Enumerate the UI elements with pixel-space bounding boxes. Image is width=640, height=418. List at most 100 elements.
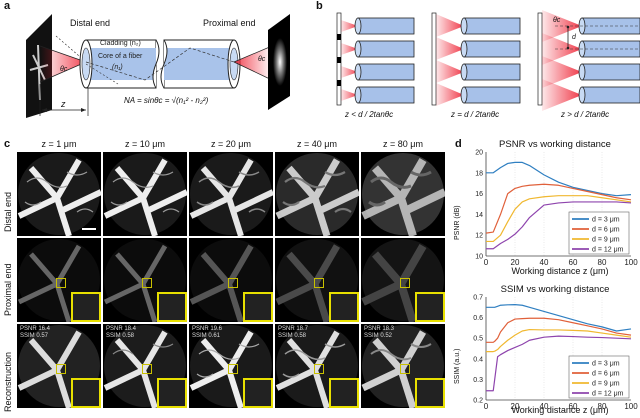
roi-box — [400, 364, 410, 374]
row-label-distal: Distal end — [3, 191, 13, 232]
spacing-diagrams — [336, 10, 640, 111]
proximal-image-z10 — [103, 238, 187, 322]
svg-text:d = 9 μm: d = 9 μm — [592, 381, 620, 388]
na-formula: NA = sinθc = √(n₁² - n₂²) — [124, 96, 209, 105]
svg-text:40: 40 — [540, 402, 549, 411]
column-title-z10: z = 10 μm — [125, 139, 165, 149]
svg-text:40: 40 — [540, 258, 549, 267]
distal-image-z10 — [103, 152, 187, 236]
svg-text:12: 12 — [475, 233, 483, 240]
theta-right-label: θc — [258, 56, 266, 63]
roi-box — [228, 364, 238, 374]
psnr-x-axis-label: Working distance z (μm) — [511, 266, 609, 276]
panel-label-b: b — [316, 0, 323, 12]
zoom-inset — [415, 378, 445, 408]
svg-text:d = 6 μm: d = 6 μm — [592, 371, 620, 378]
svg-text:0.5: 0.5 — [473, 336, 483, 343]
ssim-chart-title: SSIM vs working distance — [500, 284, 610, 295]
core-index-label: (n₁) — [112, 64, 123, 71]
case-caption-3: z > d / 2tanθc — [561, 110, 610, 119]
svg-text:14: 14 — [475, 212, 483, 219]
column-title-z20: z = 20 μm — [211, 139, 251, 149]
case-caption-1: z < d / 2tanθc — [345, 110, 394, 119]
svg-text:d = 3 μm: d = 3 μm — [592, 217, 620, 224]
proximal-image-z1 — [17, 238, 101, 322]
fiber-schematic — [26, 14, 290, 118]
svg-text:0.3: 0.3 — [473, 377, 483, 384]
svg-text:60: 60 — [569, 402, 578, 411]
svg-text:60: 60 — [569, 258, 578, 267]
svg-text:100: 100 — [624, 402, 638, 411]
distal-image-z40 — [275, 152, 359, 236]
z-distance-label: z — [61, 99, 66, 109]
zoom-inset — [329, 292, 359, 322]
zoom-inset — [157, 292, 187, 322]
zoom-inset — [157, 378, 187, 408]
proximal-image-z40 — [275, 238, 359, 322]
svg-text:80: 80 — [598, 402, 607, 411]
distal-end-label: Distal end — [70, 18, 111, 28]
column-title-z80: z = 80 μm — [383, 139, 423, 149]
svg-text:18: 18 — [475, 170, 483, 177]
row-label-proximal: Proximal end — [3, 263, 13, 316]
column-title-z1: z = 1 μm — [41, 139, 77, 149]
d-label: d — [572, 34, 576, 41]
svg-text:10: 10 — [475, 254, 483, 261]
svg-text:0.2: 0.2 — [473, 398, 483, 405]
roi-box — [228, 278, 238, 288]
proximal-end-label: Proximal end — [203, 18, 256, 28]
proximal-image-z20 — [189, 238, 273, 322]
psnr-chart-title: PSNR vs working distance — [499, 139, 611, 150]
roi-box — [56, 278, 66, 288]
zoom-inset — [71, 292, 101, 322]
core-label: Core of a fiber — [98, 53, 143, 60]
zoom-inset — [243, 292, 273, 322]
svg-text:0.7: 0.7 — [473, 295, 483, 302]
scale-bar — [82, 228, 96, 230]
svg-text:20: 20 — [511, 258, 520, 267]
svg-text:20: 20 — [511, 402, 520, 411]
panel-label-a: a — [4, 0, 11, 12]
ssim-y-axis-label: SSIM (a.u.) — [454, 348, 461, 384]
svg-text:0: 0 — [484, 258, 489, 267]
row-label-reconstruction: Reconstruction — [3, 351, 13, 412]
theta-c-label: θc — [553, 17, 561, 24]
roi-box — [400, 278, 410, 288]
cladding-label: Cladding (n₂) — [100, 40, 141, 47]
svg-text:0.6: 0.6 — [473, 315, 483, 322]
case-caption-2: z = d / 2tanθc — [451, 110, 500, 119]
theta-left-label: θc — [60, 66, 68, 73]
roi-box — [314, 364, 324, 374]
zoom-inset — [415, 292, 445, 322]
roi-box — [56, 364, 66, 374]
svg-text:100: 100 — [624, 258, 638, 267]
panel-label-c: c — [4, 138, 11, 150]
distal-image-z20 — [189, 152, 273, 236]
zoom-inset — [329, 378, 359, 408]
svg-text:0: 0 — [484, 402, 489, 411]
svg-text:d = 12 μm: d = 12 μm — [592, 247, 624, 254]
svg-text:16: 16 — [475, 191, 483, 198]
svg-text:80: 80 — [598, 258, 607, 267]
zoom-inset — [243, 378, 273, 408]
panel-label-d: d — [455, 138, 462, 150]
distal-image-z80 — [361, 152, 445, 236]
zoom-inset — [71, 378, 101, 408]
svg-text:d = 9 μm: d = 9 μm — [592, 237, 620, 244]
proximal-image-z80 — [361, 238, 445, 322]
svg-text:d = 3 μm: d = 3 μm — [592, 361, 620, 368]
svg-text:d = 12 μm: d = 12 μm — [592, 391, 624, 398]
roi-box — [314, 278, 324, 288]
distal-image-z1 — [17, 152, 101, 236]
